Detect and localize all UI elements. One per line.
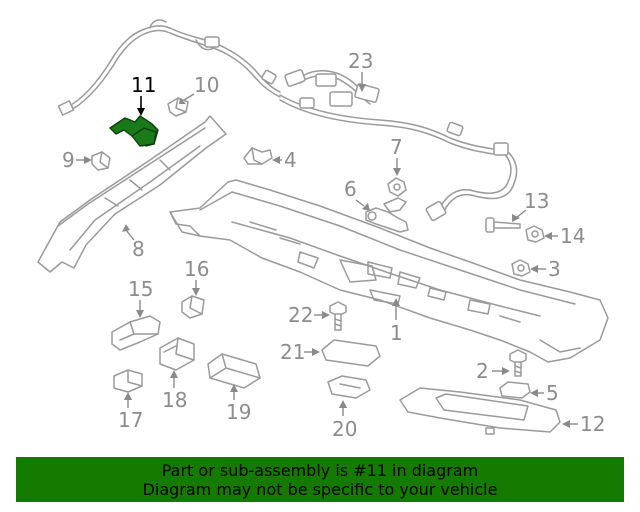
parts-diagram: 11 10 23 9 4 7 6 8 (37, 19, 609, 441)
pad-5 (499, 381, 531, 399)
nut-7 (387, 177, 407, 197)
svg-text:19: 19 (226, 400, 251, 424)
nut-3 (511, 259, 531, 277)
svg-text:5: 5 (546, 381, 559, 405)
svg-text:10: 10 (194, 73, 219, 97)
svg-text:13: 13 (524, 189, 549, 213)
svg-text:23: 23 (348, 49, 373, 73)
callout-17[interactable]: 17 (118, 392, 143, 432)
callout-4[interactable]: 4 (272, 148, 297, 172)
svg-text:7: 7 (390, 135, 403, 159)
lamp-17 (113, 369, 143, 393)
clip-16 (181, 295, 205, 319)
callout-20[interactable]: 20 (332, 400, 357, 441)
svg-text:2: 2 (476, 359, 489, 383)
callout-6[interactable]: 6 (344, 177, 370, 211)
lamp-20 (327, 375, 371, 399)
callout-21[interactable]: 21 (280, 340, 320, 364)
bolt-13 (485, 217, 521, 233)
svg-text:22: 22 (288, 303, 313, 327)
svg-text:3: 3 (548, 257, 561, 281)
callout-13[interactable]: 13 (512, 189, 549, 222)
wiring-harness-23 (57, 19, 518, 222)
callout-5[interactable]: 5 (530, 381, 559, 405)
sensor-6 (365, 197, 409, 233)
callout-2[interactable]: 2 (476, 359, 510, 383)
svg-text:9: 9 (62, 148, 75, 172)
callout-22[interactable]: 22 (288, 303, 330, 327)
callout-8[interactable]: 8 (122, 224, 145, 261)
svg-text:16: 16 (184, 257, 209, 281)
svg-text:4: 4 (284, 148, 297, 172)
callout-18[interactable]: 18 (162, 370, 187, 412)
module-15 (111, 315, 161, 351)
svg-text:14: 14 (560, 224, 585, 248)
banner-line-disclaimer: Diagram may not be specific to your vehi… (142, 480, 498, 499)
sun-visor-12 (399, 387, 561, 435)
svg-text:1: 1 (390, 321, 403, 345)
svg-text:12: 12 (580, 412, 605, 436)
callout-16[interactable]: 16 (184, 257, 209, 296)
svg-text:17: 17 (118, 408, 143, 432)
nut-14 (525, 225, 545, 243)
callout-19[interactable]: 19 (226, 384, 251, 424)
callout-14[interactable]: 14 (544, 224, 585, 248)
callout-9[interactable]: 9 (62, 148, 92, 172)
clip-10 (167, 97, 189, 117)
callout-3[interactable]: 3 (530, 257, 561, 281)
module-19 (207, 353, 261, 389)
callout-11[interactable]: 11 (131, 73, 156, 116)
svg-text:8: 8 (132, 237, 145, 261)
pillar-trim-8 (37, 115, 227, 273)
svg-text:20: 20 (332, 417, 357, 441)
lamp-18 (159, 337, 195, 371)
banner-line-part: Part or sub-assembly is #11 in diagram (161, 461, 479, 480)
callout-12[interactable]: 12 (562, 412, 605, 436)
svg-text:21: 21 (280, 340, 305, 364)
bolt-22 (329, 301, 347, 331)
info-banner: Part or sub-assembly is #11 in diagram D… (16, 457, 624, 502)
svg-text:18: 18 (162, 388, 187, 412)
bolt-2 (509, 349, 527, 377)
clip-9 (91, 151, 111, 171)
callout-10[interactable]: 10 (179, 73, 219, 104)
highlighted-part-11 (109, 115, 159, 147)
callout-7[interactable]: 7 (390, 135, 403, 176)
svg-text:11: 11 (131, 73, 156, 97)
svg-text:6: 6 (344, 177, 357, 201)
pad-21 (321, 339, 381, 367)
svg-text:15: 15 (128, 277, 153, 301)
callout-23[interactable]: 23 (348, 49, 373, 92)
bracket-4 (243, 147, 273, 165)
callout-15[interactable]: 15 (128, 277, 153, 318)
instrument-panel-1 (169, 179, 609, 363)
callout-1[interactable]: 1 (390, 298, 403, 345)
